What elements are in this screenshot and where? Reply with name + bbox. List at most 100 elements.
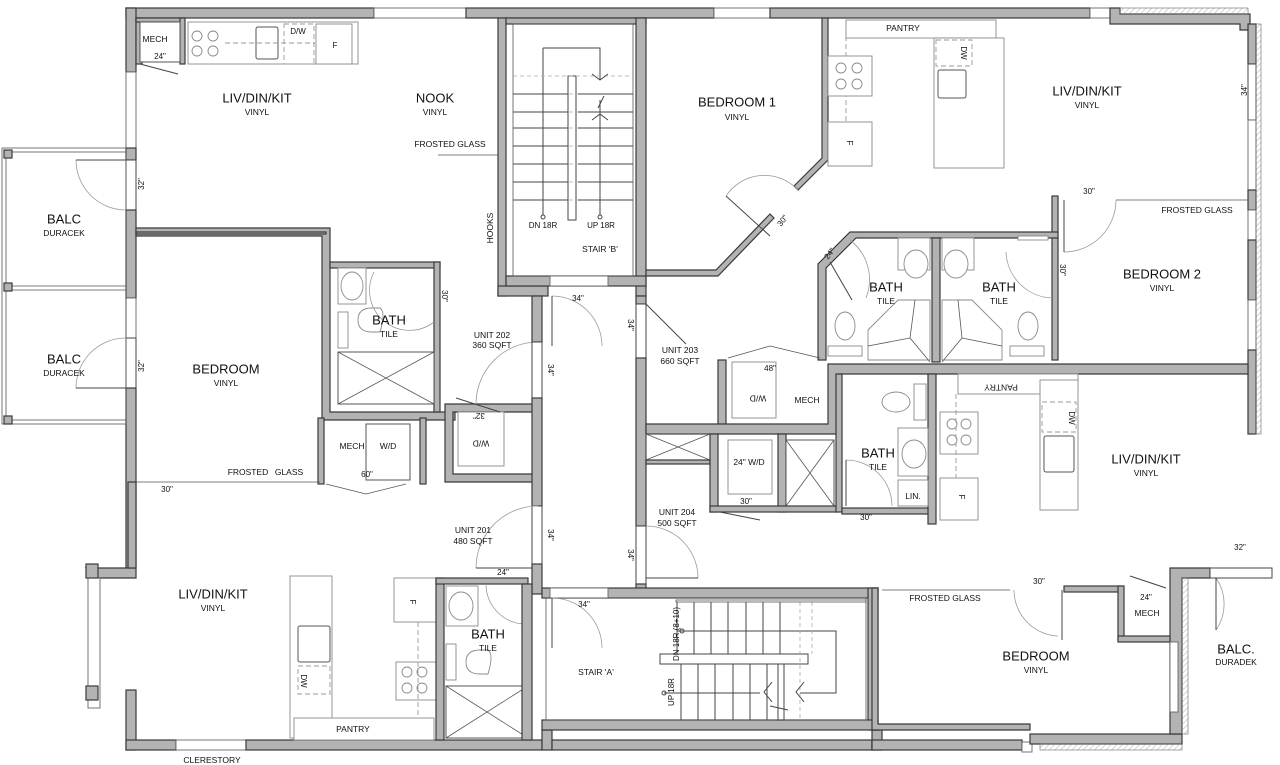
unit-label: UNIT 203: [661, 344, 699, 355]
dimension-label: 32": [473, 411, 485, 420]
room-name: BALC.: [1217, 641, 1255, 657]
dimension-label: 34": [626, 549, 635, 561]
room-finish: VINYL: [1149, 282, 1175, 293]
room-finish: VINYL: [1133, 467, 1159, 478]
room-name: LIV/DIN/KIT: [1111, 451, 1181, 467]
mech-label: MECH: [1134, 607, 1160, 618]
room-name: BALC: [47, 211, 81, 227]
unit-area: 360 SQFT: [472, 339, 512, 350]
unit-202: [135, 17, 549, 495]
dimension-label: 30": [161, 485, 173, 494]
unit-area: 480 SQFT: [453, 535, 493, 546]
dimension-label: 24": [154, 52, 166, 61]
dishwasher-label: DW: [1067, 411, 1076, 425]
dimension-label: 32": [137, 178, 146, 190]
stair-up-label: UP 18R: [667, 678, 676, 706]
stair-b: [505, 17, 647, 297]
clerestory-note: CLERESTORY: [183, 754, 241, 765]
washer-dryer-label: W/D: [472, 438, 490, 449]
room-finish: TILE: [877, 295, 895, 306]
hooks-note: HOOKS: [484, 212, 495, 244]
pantry-label: PANTRY: [886, 22, 920, 33]
room-name: BATH: [869, 279, 903, 295]
stair-name: STAIR 'B': [582, 243, 618, 254]
dimension-label: 24": [1140, 593, 1152, 602]
room-finish: DURACEK: [43, 367, 85, 378]
room-finish: TILE: [380, 328, 398, 339]
dishwasher-label: D/W: [290, 27, 306, 36]
frosted-glass-note: FROSTED GLASS: [909, 592, 981, 603]
unit-area: 500 SQFT: [657, 517, 697, 528]
fridge-label: F: [408, 599, 417, 605]
room-name: BATH: [861, 445, 895, 461]
linen-label: LIN.: [905, 490, 921, 501]
dimension-label: 30": [740, 497, 752, 506]
dimension-label: 30": [440, 290, 449, 302]
room-finish: DURADEK: [1215, 656, 1257, 667]
unit-label: UNIT 202: [473, 329, 511, 340]
washer-dryer-label: W/D: [749, 393, 767, 404]
frosted-glass-note: FROSTED GLASS: [1161, 204, 1233, 215]
room-finish: VINYL: [1074, 99, 1100, 110]
fridge-label: F: [957, 494, 966, 500]
mech-label: MECH: [339, 440, 365, 451]
stair-a: [541, 587, 879, 731]
dimension-label: 32": [1234, 543, 1246, 552]
room-name: LIV/DIN/KIT: [222, 90, 292, 106]
unit-area: 660 SQFT: [660, 355, 700, 366]
dimension-label: 24": [497, 568, 509, 577]
dimension-label: 34": [546, 364, 555, 376]
room-finish: VINYL: [244, 106, 270, 117]
fridge-label: F: [332, 41, 338, 50]
room-name: LIV/DIN/KIT: [178, 586, 248, 602]
room-name: BEDROOM 1: [697, 94, 777, 110]
room-finish: TILE: [869, 461, 887, 472]
dimension-label: 30": [1058, 264, 1067, 276]
dimension-label: 30": [1083, 187, 1095, 196]
unit-201: [127, 481, 533, 741]
dimension-label: 32": [137, 360, 146, 372]
room-name: BEDROOM: [1002, 648, 1070, 664]
left-balconies: [1, 147, 127, 425]
room-finish: VINYL: [200, 602, 226, 613]
pantry-label: PANTRY: [984, 382, 1018, 393]
dishwasher-label: DW: [299, 674, 308, 688]
dimension-label: 34": [546, 529, 555, 541]
glass-note: GLASS: [274, 466, 304, 477]
corridor: [475, 295, 699, 595]
stair-name: STAIR 'A': [578, 666, 614, 677]
room-finish: TILE: [990, 295, 1008, 306]
mech-label: MECH: [142, 33, 168, 44]
room-finish: DURACEK: [43, 227, 85, 238]
room-finish: VINYL: [1023, 664, 1049, 675]
dimension-label: 34": [626, 319, 635, 331]
unit-label: UNIT 204: [658, 506, 696, 517]
room-name: BATH: [471, 626, 505, 642]
dishwasher-label: DW: [959, 46, 968, 60]
pantry-label: PANTRY: [336, 723, 370, 734]
dimension-label: 34": [1240, 84, 1249, 96]
room-name: BEDROOM: [192, 361, 260, 377]
washer-dryer-label: W/D: [379, 440, 397, 451]
room-finish: VINYL: [422, 106, 448, 117]
room-finish: VINYL: [724, 111, 750, 122]
frosted-note: FROSTED: [227, 466, 269, 477]
unit-203: [645, 17, 1249, 435]
stair-down-label: DN 18R (8+10): [672, 606, 681, 662]
room-name: BATH: [372, 312, 406, 328]
exterior-walls: [84, 7, 1273, 753]
dimension-label: 30": [1033, 577, 1045, 586]
room-finish: VINYL: [213, 377, 239, 388]
unit-label: UNIT 201: [454, 524, 492, 535]
room-name: BALC: [47, 351, 81, 367]
room-name: LIV/DIN/KIT: [1052, 83, 1122, 99]
fridge-label: F: [845, 140, 854, 146]
dimension-label: 34": [572, 294, 584, 303]
unit-204: [645, 373, 1225, 731]
room-name: NOOK: [415, 90, 455, 106]
room-finish: TILE: [479, 642, 497, 653]
room-name: BEDROOM 2: [1122, 266, 1202, 282]
frosted-glass-note: FROSTED GLASS: [414, 138, 486, 149]
stair-down-label: DN 18R: [528, 221, 558, 230]
